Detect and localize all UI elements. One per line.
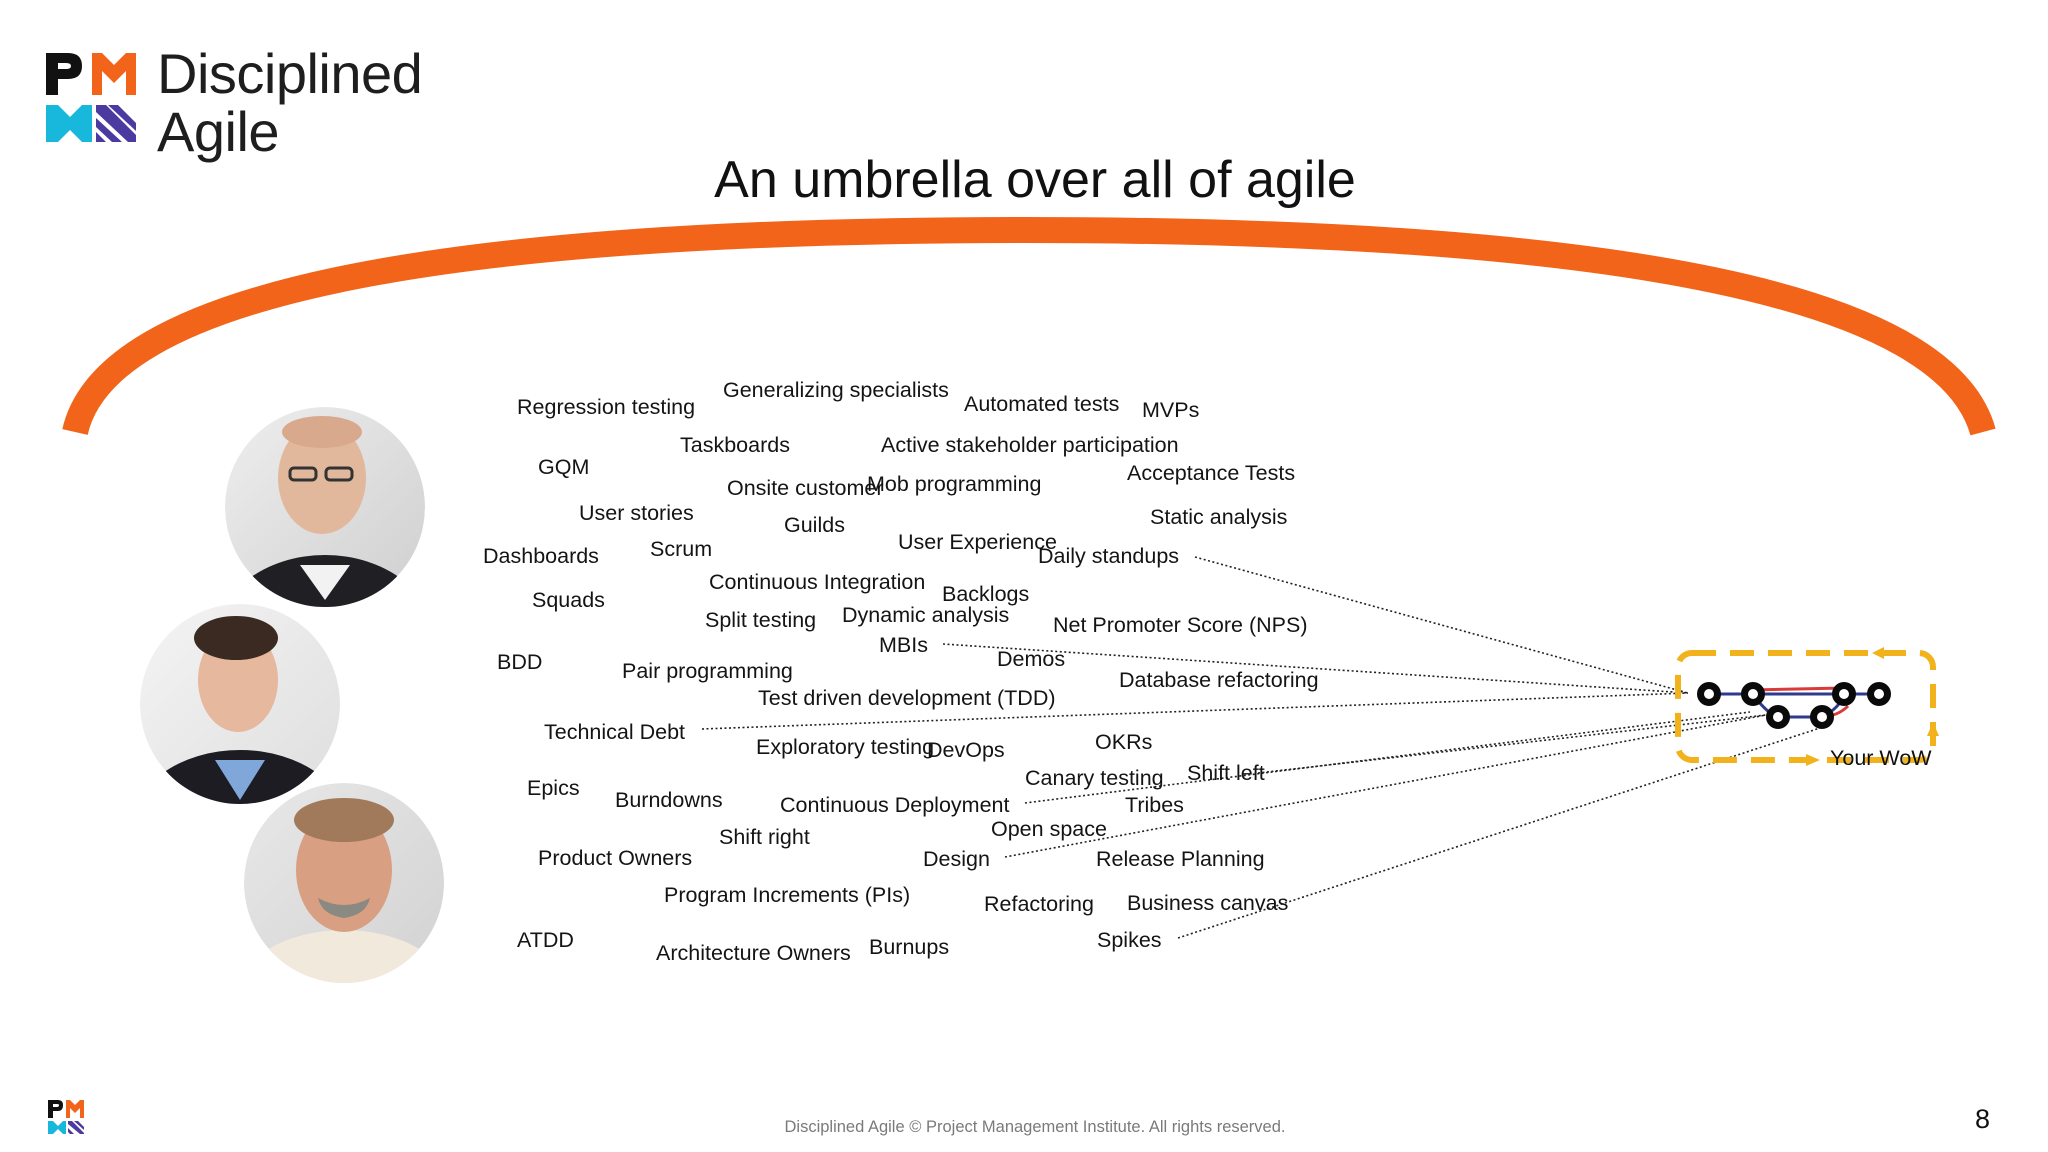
umbrella-arc: [62, 216, 1996, 436]
term-tribes: Tribes: [1125, 793, 1184, 817]
term-epics: Epics: [527, 776, 580, 800]
term-guilds: Guilds: [784, 513, 845, 537]
term-user-experience: User Experience: [898, 530, 1057, 554]
term-generalizing-specialists: Generalizing specialists: [723, 378, 949, 402]
term-scrum: Scrum: [650, 537, 713, 561]
term-automated-tests: Automated tests: [964, 392, 1120, 416]
term-gqm: GQM: [538, 455, 590, 479]
term-architecture-owners: Architecture Owners: [656, 941, 851, 965]
logo-title-agile: Agile: [157, 100, 280, 163]
logo-title-disciplined: Disciplined: [157, 42, 423, 105]
term-shift-right: Shift right: [719, 825, 810, 849]
slide-title: An umbrella over all of agile: [714, 151, 1356, 209]
term-backlogs: Backlogs: [942, 582, 1030, 606]
person-3-photo: [244, 783, 444, 983]
term-squads: Squads: [532, 588, 605, 612]
term-onsite-customer: Onsite customer: [727, 476, 884, 500]
term-dashboards: Dashboards: [483, 544, 599, 568]
term-okrs: OKRs: [1095, 730, 1153, 754]
term-technical-debt: Technical Debt: [544, 720, 686, 744]
page-number: 8: [1975, 1104, 1991, 1134]
term-burnups: Burnups: [869, 935, 950, 959]
term-user-stories: User stories: [579, 501, 694, 525]
pmi-footer-logo-mark: [48, 1100, 84, 1134]
term-devops: DevOps: [927, 738, 1005, 762]
term-bdd: BDD: [497, 650, 543, 674]
your-wow-diagram: [1675, 647, 1939, 766]
connector-continuous-deployment: [1024, 711, 1751, 804]
term-shift-left: Shift left: [1187, 761, 1265, 785]
term-release-planning: Release Planning: [1096, 847, 1265, 871]
connector-mbis: [942, 643, 1689, 694]
term-business-canvas: Business canvas: [1127, 891, 1289, 915]
term-continuous-integration: Continuous Integration: [709, 570, 926, 594]
term-refactoring: Refactoring: [984, 892, 1094, 916]
term-acceptance-tests: Acceptance Tests: [1127, 461, 1296, 485]
term-exploratory-testing: Exploratory testing: [756, 735, 935, 759]
term-demos: Demos: [997, 647, 1066, 671]
term-continuous-deployment: Continuous Deployment: [780, 793, 1010, 817]
term-database-refactoring: Database refactoring: [1119, 668, 1319, 692]
term-tdd: Test driven development (TDD): [758, 686, 1056, 710]
term-dynamic-analysis: Dynamic analysis: [842, 603, 1010, 627]
term-mvps: MVPs: [1142, 398, 1200, 422]
term-pair-programming: Pair programming: [622, 659, 793, 683]
term-product-owners: Product Owners: [538, 846, 693, 870]
term-static-analysis: Static analysis: [1150, 505, 1288, 529]
term-mbis: MBIs: [879, 633, 928, 657]
term-atdd: ATDD: [517, 928, 574, 952]
pmi-logo-mark: [46, 53, 136, 142]
term-design: Design: [923, 847, 990, 871]
term-open-space: Open space: [991, 817, 1107, 841]
term-program-increments: Program Increments (PIs): [664, 883, 911, 907]
term-active-stakeholder-participation: Active stakeholder participation: [881, 433, 1179, 457]
term-spikes: Spikes: [1097, 928, 1162, 952]
term-regression-testing: Regression testing: [517, 395, 696, 419]
term-canary-testing: Canary testing: [1025, 766, 1164, 790]
term-burndowns: Burndowns: [615, 788, 723, 812]
term-split-testing: Split testing: [705, 608, 817, 632]
term-net-promoter-score: Net Promoter Score (NPS): [1053, 613, 1308, 637]
term-daily-standups: Daily standups: [1038, 544, 1180, 568]
connector-design: [1004, 714, 1767, 858]
term-taskboards: Taskboards: [680, 433, 790, 457]
your-wow-label: Your WoW: [1830, 746, 1932, 770]
term-mob-programming: Mob programming: [867, 472, 1042, 496]
footer-copyright: Disciplined Agile © Project Management I…: [784, 1118, 1286, 1136]
